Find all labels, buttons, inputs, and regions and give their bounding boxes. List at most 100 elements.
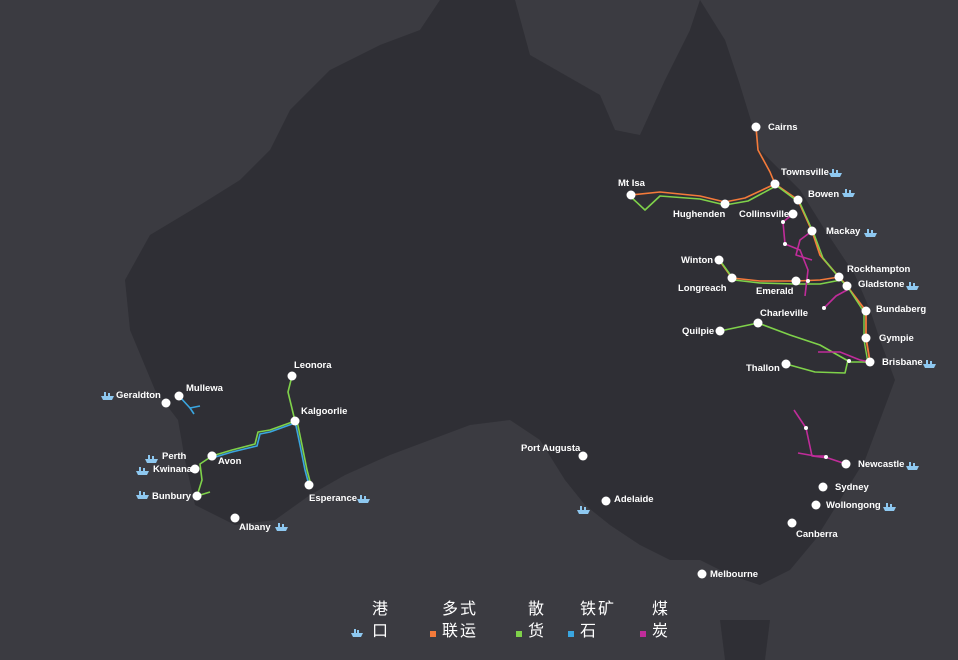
city-dot-bowen [793,195,803,205]
coal-line-hunter-2 [797,452,826,457]
city-label-adelaide: Adelaide [614,494,654,505]
legend-intermodal-line1: 多式 [442,599,479,618]
bulk-line-leonora-kalgoorlie [287,375,296,422]
ship-icon [864,229,877,237]
ship-icon [145,455,158,463]
ship-icon [842,189,855,197]
ship-icon [923,360,936,368]
ship-icon [351,629,363,637]
junction-dot [783,242,787,246]
city-label-mt-isa: Mt Isa [618,178,645,189]
city-label-wollongong: Wollongong [826,500,881,511]
bulk-line-avon-bunbury [196,455,213,497]
ship-icon [577,506,590,514]
legend-coal: 煤 炭 [640,598,690,642]
city-dot-hughenden [720,199,730,209]
city-dot-geraldton [161,398,171,408]
intermodal-line-cairns-townsville [755,126,776,185]
city-label-quilpie: Quilpie [682,326,715,337]
city-label-brisbane: Brisbane [882,357,923,368]
ship-icon [906,282,919,290]
city-label-avon: Avon [218,456,242,467]
city-dot-mt-isa [626,190,636,200]
city-dot-port-augusta [578,451,588,461]
legend-iron-ore-swatch [568,631,574,637]
city-dot-albany [230,513,240,523]
ship-icon [136,467,149,475]
city-dot-mullewa [174,391,184,401]
legend-port: 港 口 [350,598,430,642]
junction-dot [847,359,851,363]
city-label-collinsville: Collinsville [739,209,790,220]
city-dot-collinsville [788,209,798,219]
city-label-bunbury: Bunbury [152,491,192,502]
city-dot-cairns [751,122,761,132]
ship-icon [275,523,288,531]
city-dot-mackay [807,226,817,236]
city-label-rockhampton: Rockhampton [847,264,911,275]
city-dot-emerald [791,276,801,286]
legend: 港 口 多式 联运 散 货 铁矿 石 [350,598,690,642]
bulk-line-mtisa-townsville [630,185,777,211]
legend-bulk-line1: 散 [528,599,547,618]
iron-ore-line-kalgoorlie-esperance [294,420,310,486]
legend-bulk: 散 货 [516,598,568,642]
ship-icon [101,392,114,400]
legend-bulk-line2: 货 [528,621,547,640]
city-label-townsville: Townsville [781,167,829,178]
city-dot-townsville [770,179,780,189]
legend-port-line1: 港 [372,599,391,618]
city-dot-kalgoorlie [290,416,300,426]
coal-line-surat [818,351,871,363]
legend-iron-ore-line1: 铁矿 [580,599,617,618]
ship-icon [906,462,919,470]
city-label-leonora: Leonora [294,360,332,371]
city-label-kwinana: Kwinana [153,464,193,475]
legend-intermodal-line2: 联运 [442,621,479,640]
city-dot-gympie [861,333,871,343]
city-dot-brisbane [865,357,875,367]
city-label-albany: Albany [239,522,271,533]
city-dot-gladstone [842,281,852,291]
city-dot-canberra [787,518,797,528]
ship-icon [136,491,149,499]
city-label-bowen: Bowen [808,189,840,200]
coal-line-bowen-basin-2 [795,230,813,261]
legend-bulk-swatch [516,631,522,637]
bulk-line-thallon [785,359,849,374]
legend-coal-line2: 炭 [652,621,671,640]
city-dot-adelaide [601,496,611,506]
legend-port-line2: 口 [372,621,391,640]
city-label-kalgoorlie: Kalgoorlie [301,406,348,417]
ship-icon [883,503,896,511]
city-label-hughenden: Hughenden [673,209,726,220]
ship-icon [357,495,370,503]
intermodal-line-mtisa-townsville [630,183,776,203]
city-dot-bunbury [192,491,202,501]
junction-dot [822,306,826,310]
city-dot-newcastle [841,459,851,469]
city-label-cairns: Cairns [768,122,798,133]
city-dot-charleville [753,318,763,328]
city-label-melbourne: Melbourne [710,569,759,580]
junction-dot [824,455,828,459]
junction-dot [781,220,785,224]
legend-iron-ore-line2: 石 [580,621,599,640]
city-label-perth: Perth [162,451,187,462]
city-label-sydney: Sydney [835,482,869,493]
city-label-geraldton: Geraldton [116,390,161,401]
iron-ore-line-kalgoorlie-avon [211,422,296,459]
tasmania [720,620,770,660]
city-label-gladstone: Gladstone [858,279,905,290]
city-label-emerald: Emerald [756,286,794,297]
city-dot-kwinana [190,464,200,474]
city-dot-esperance [304,480,314,490]
city-markers [101,122,936,579]
city-label-mullewa: Mullewa [186,383,223,394]
city-label-canberra: Canberra [796,529,838,540]
city-dot-bundaberg [861,306,871,316]
iron-ore-line-mullewa-geraldton-2 [189,407,195,415]
bulk-line-charleville-brisbane [719,322,870,363]
